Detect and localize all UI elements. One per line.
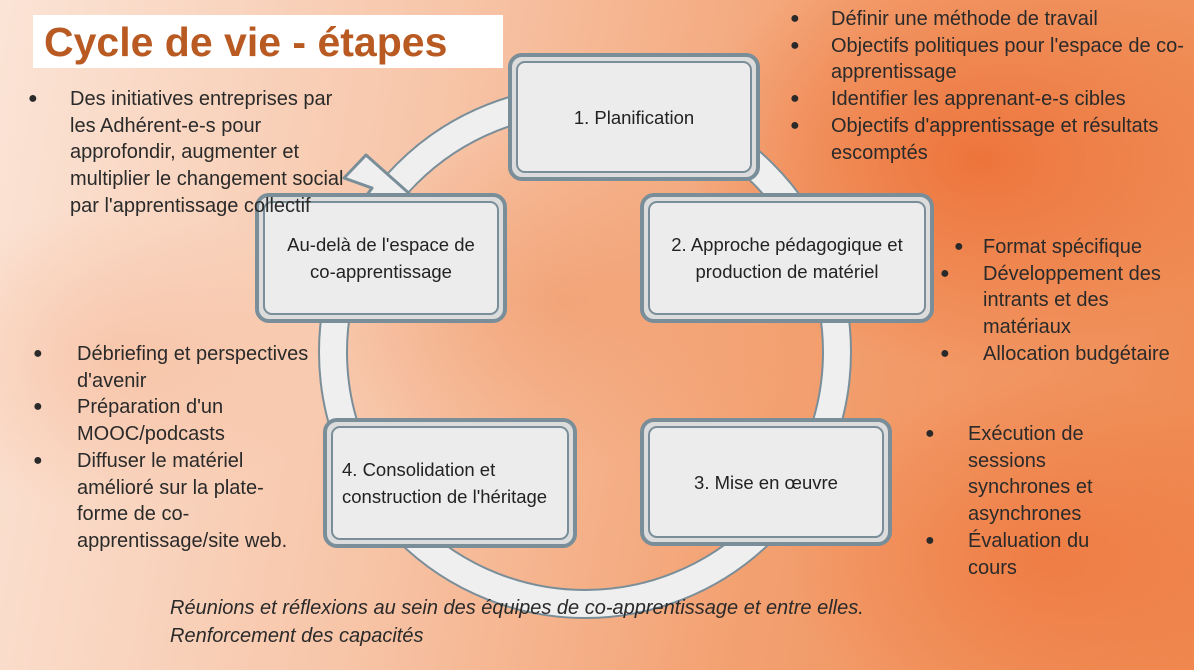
list-item: ●Préparation d'un MOOC/podcasts [33,396,225,446]
footer-notes: Réunions et réflexions au sein des équip… [170,594,864,650]
stage-label-au-dela: Au-delà de l'espace de co-apprentissage [287,234,475,282]
list-item: ●Des initiatives entreprises par les Adh… [28,88,344,217]
list-item: ●Définir une méthode de travail [790,8,1098,30]
stage-label-mise-en-oeuvre: 3. Mise en œuvre [694,471,838,493]
stage-label-consolidation: 4. Consolidation et construction de l'hé… [342,459,548,507]
notes-mise-en-oeuvre: ●Exécution de sessions synchrones et asy… [925,421,1125,581]
title-box [33,15,503,68]
list-item: ●Format spécifique [954,236,1142,258]
list-item: ●Identifier les apprenant-e-s cibles [790,88,1126,111]
list-item: ●Diffuser le matériel amélioré sur la pl… [33,449,288,552]
notes-approche: ●Format spécifique ●Développement des in… [940,234,1190,368]
stage-box-1 [508,53,760,181]
notes-au-dela: ●Des initiatives entreprises par les Adh… [28,86,348,220]
stage-box-4 [323,418,577,548]
list-item: ●Développement des intrants et des matér… [940,262,1161,339]
list-item: ●Débriefing et perspectives d'avenir [33,343,309,392]
page-title: Cycle de vie - étapes [44,19,448,65]
notes-consolidation: ●Débriefing et perspectives d'avenir ●Pr… [33,341,311,555]
list-item: ●Évaluation du cours [925,529,1090,579]
list-item: ●Objectifs politiques pour l'espace de c… [790,34,1184,84]
stage-label-approche: 2. Approche pédagogique et production de… [671,234,903,282]
stage-label-planification: 1. Planification [573,106,695,128]
list-item: ●Exécution de sessions synchrones et asy… [925,423,1093,526]
footer-line-1: Réunions et réflexions au sein des équip… [170,597,864,619]
stage-box-3 [640,418,892,546]
footer-line-2: Renforcement des capacités [170,625,424,647]
notes-planification: ●Définir une méthode de travail ●Objecti… [790,6,1185,166]
stage-box-5 [255,193,507,323]
list-item: ●Objectifs d'apprentissage et résultats … [790,114,1159,164]
stage-box-2 [640,193,934,323]
list-item: ●Allocation budgétaire [940,342,1170,365]
